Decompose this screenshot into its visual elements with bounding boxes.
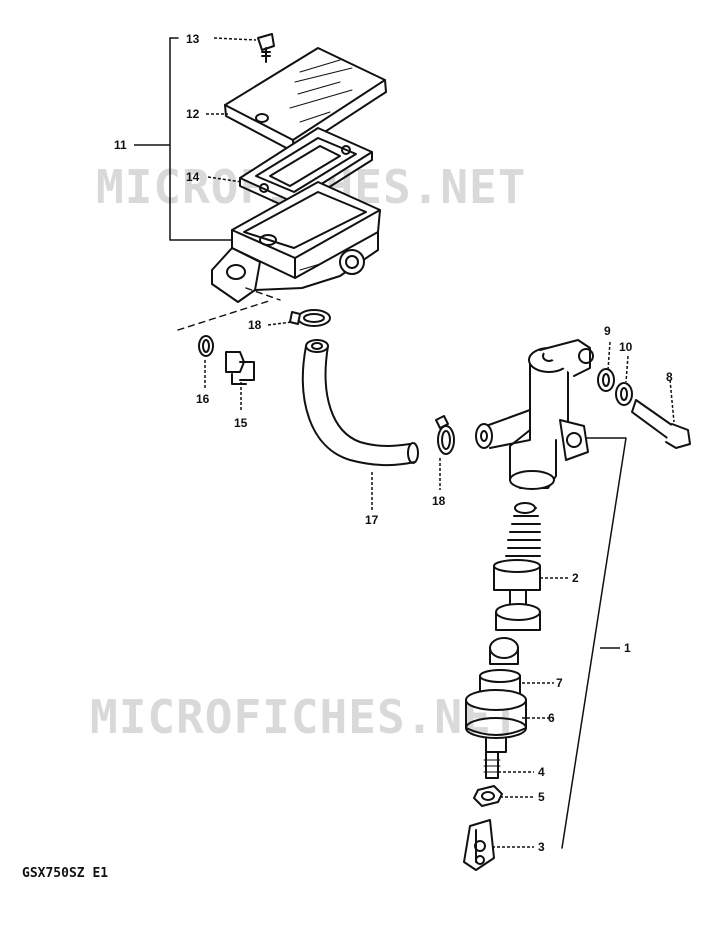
callout-10: 10 — [619, 340, 633, 354]
callout-7: 7 — [556, 676, 563, 690]
callout-6: 6 — [548, 711, 555, 725]
callout-8: 8 — [666, 370, 673, 384]
screw-13 — [257, 33, 275, 63]
callout-18-top: 18 — [248, 318, 262, 332]
watermark-bottom: MICROFICHES.NET — [90, 690, 521, 744]
washer-10 — [615, 382, 633, 406]
callout-12: 12 — [186, 107, 200, 121]
callout-13: 13 — [186, 32, 200, 46]
bolt-8 — [631, 399, 691, 449]
callout-3: 3 — [538, 840, 545, 854]
spring-piston-2 — [493, 502, 541, 631]
callout-14: 14 — [186, 170, 200, 184]
washer-9 — [597, 368, 615, 392]
reservoir-cap-12 — [224, 47, 387, 153]
boot-6 — [465, 689, 527, 753]
callout-2: 2 — [572, 571, 579, 585]
callout-1: 1 — [624, 641, 631, 655]
callout-16: 16 — [196, 392, 210, 406]
lock-nut-5 — [473, 785, 503, 807]
reservoir-body-11 — [211, 181, 381, 303]
union-bolt-15 — [225, 351, 255, 385]
master-cylinder-body-1 — [475, 339, 594, 490]
callout-18-lower: 18 — [432, 494, 446, 508]
callout-17: 17 — [365, 513, 379, 527]
callout-5: 5 — [538, 790, 545, 804]
callout-11: 11 — [114, 138, 127, 152]
bracket-11 — [169, 37, 233, 241]
callout-4: 4 — [538, 765, 545, 779]
callout-9: 9 — [604, 324, 611, 338]
callout-15: 15 — [234, 416, 248, 430]
washer-16 — [198, 335, 214, 357]
hose-clamp-18-top — [289, 309, 331, 327]
hose-17 — [301, 339, 419, 467]
piston-cup-7 — [479, 637, 521, 697]
push-rod-4 — [483, 751, 501, 779]
model-code: GSX750SZ E1 — [22, 866, 109, 881]
hose-clamp-18-lower — [435, 415, 455, 455]
clevis-3 — [463, 819, 495, 871]
